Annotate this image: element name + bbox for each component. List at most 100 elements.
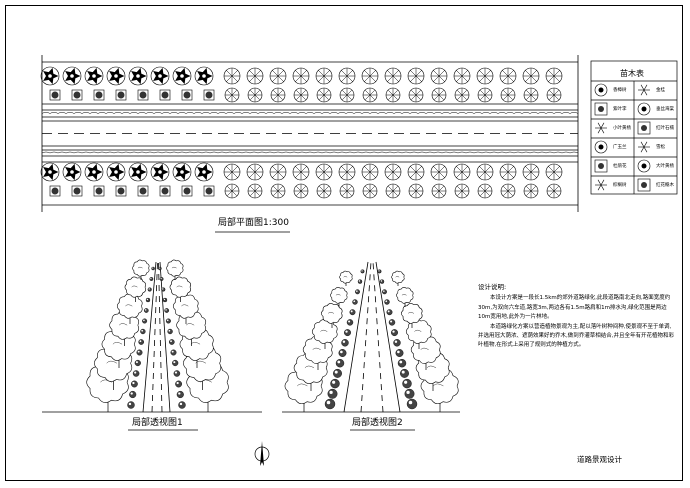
plan-shrub-icon: [270, 183, 286, 199]
legend-item-label: 香樟树: [613, 88, 627, 93]
perspective-shrub: [402, 378, 412, 389]
perspective-shrub: [333, 368, 342, 378]
plan-view-caption: 局部平面图1:300: [218, 218, 289, 228]
plan-shrub-icon: [223, 163, 241, 181]
hedge-icon: [637, 159, 651, 173]
perspective-shrub: [393, 339, 401, 347]
perspective-shrub: [377, 269, 382, 274]
perspective-shrub: [379, 279, 385, 284]
plan-bush-icon: [71, 89, 83, 101]
legend-item-label: 红花檵木: [656, 183, 674, 188]
plan-tree-icon: [40, 66, 60, 86]
perspective-shrub: [330, 378, 340, 389]
perspective-shrub: [400, 368, 409, 378]
hedge-row: [41, 112, 579, 114]
plan-bush-icon: [181, 185, 193, 197]
plan-tree-icon: [106, 66, 126, 86]
perspective-shrub: [388, 319, 396, 326]
perspective-shrub: [338, 349, 347, 357]
legend-item-label: 紫叶李: [613, 107, 627, 112]
plan-bush-icon: [137, 89, 149, 101]
notes-paragraph-1: 本设计方案是一段长1.5km的郊外道路绿化,此段道路南北走向,路面宽度约30m,…: [478, 295, 671, 321]
plan-bush-icon: [93, 185, 105, 197]
plan-shrub-icon: [546, 87, 562, 103]
plan-shrub-icon: [224, 87, 240, 103]
plan-tree-icon: [150, 162, 170, 182]
plan-shrub-icon: [316, 87, 332, 103]
plan-shrub-icon: [293, 87, 309, 103]
plan-tree-icon: [84, 66, 104, 86]
plan-shrub-icon: [431, 87, 447, 103]
plan-bush-icon: [93, 89, 105, 101]
legend-item-label: 金桂: [656, 88, 665, 93]
drawing-border: [5, 5, 683, 481]
perspective-shrub: [149, 277, 154, 281]
perspective-shrub: [165, 318, 171, 324]
perspective-tree: [166, 259, 184, 280]
plan-shrub-icon: [476, 67, 494, 85]
plan-shrub-icon: [453, 163, 471, 181]
plan-shrub-icon: [500, 183, 516, 199]
hedge-row: [41, 151, 579, 154]
perspective-shrub: [346, 319, 354, 326]
plan-tree-icon: [62, 162, 82, 182]
perspective-tree: [169, 276, 191, 302]
plan-tree-icon: [62, 66, 82, 86]
notes-heading: 设计说明:: [478, 283, 507, 291]
legend-item-label: 杜鹃花: [613, 164, 627, 169]
plan-shrub-icon: [339, 87, 355, 103]
plan-shrub-icon: [224, 183, 240, 199]
plan-shrub-icon: [362, 87, 378, 103]
plan-shrub-icon: [408, 183, 424, 199]
plan-bush-icon: [203, 185, 215, 197]
perspective-shrub: [176, 390, 184, 399]
perspective-shrub: [170, 349, 177, 356]
plan-shrub-icon: [385, 183, 401, 199]
perspective-shrub: [406, 398, 418, 410]
plan-bush-icon: [181, 89, 193, 101]
perspective-shrub: [129, 390, 137, 399]
plan-shrub-icon: [316, 183, 332, 199]
perspective-shrub: [167, 328, 173, 335]
perspective-tree: [391, 270, 405, 286]
perspective-1-caption: 局部透视图1: [132, 418, 183, 428]
perspective-shrub: [397, 359, 407, 368]
flower-shrub-icon: [638, 84, 650, 96]
plan-shrub-icon: [500, 87, 516, 103]
plan-shrub-icon: [430, 67, 448, 85]
plant-legend-table: [590, 60, 678, 195]
perspective-tree: [330, 286, 348, 307]
perspective-shrub: [335, 359, 345, 368]
perspective-shrub: [344, 329, 351, 337]
plan-tree-icon: [84, 162, 104, 182]
plan-shrub-icon: [523, 183, 539, 199]
north-arrow-icon: [254, 441, 270, 466]
perspective-shrub: [360, 269, 365, 274]
plan-shrub-icon: [269, 67, 287, 85]
perspective-shrub: [159, 277, 164, 281]
plan-shrub-icon: [292, 67, 310, 85]
perspective-shrub: [341, 339, 349, 347]
drawing-title: 道路景观设计: [577, 455, 622, 464]
plan-tree-icon: [150, 66, 170, 86]
perspective-shrub: [136, 349, 143, 356]
plan-shrub-icon: [523, 87, 539, 103]
broad-tree-icon: [594, 140, 608, 154]
plan-tree-icon: [128, 162, 148, 182]
perspective-shrub: [349, 309, 356, 316]
plan-shrub-icon: [315, 67, 333, 85]
plan-shrub-icon: [293, 183, 309, 199]
perspective-shrub: [151, 266, 155, 271]
perspective-shrub: [145, 297, 151, 303]
perspective-shrub: [404, 388, 415, 399]
plan-shrub-icon: [338, 163, 356, 181]
plan-shrub-icon: [338, 67, 356, 85]
perspective-shrub: [161, 287, 166, 292]
perspective-tree: [132, 259, 150, 280]
plan-shrub-icon: [339, 183, 355, 199]
plan-shrub-icon: [223, 67, 241, 85]
plan-bush-icon: [71, 185, 83, 197]
perspective-shrub: [162, 297, 168, 303]
